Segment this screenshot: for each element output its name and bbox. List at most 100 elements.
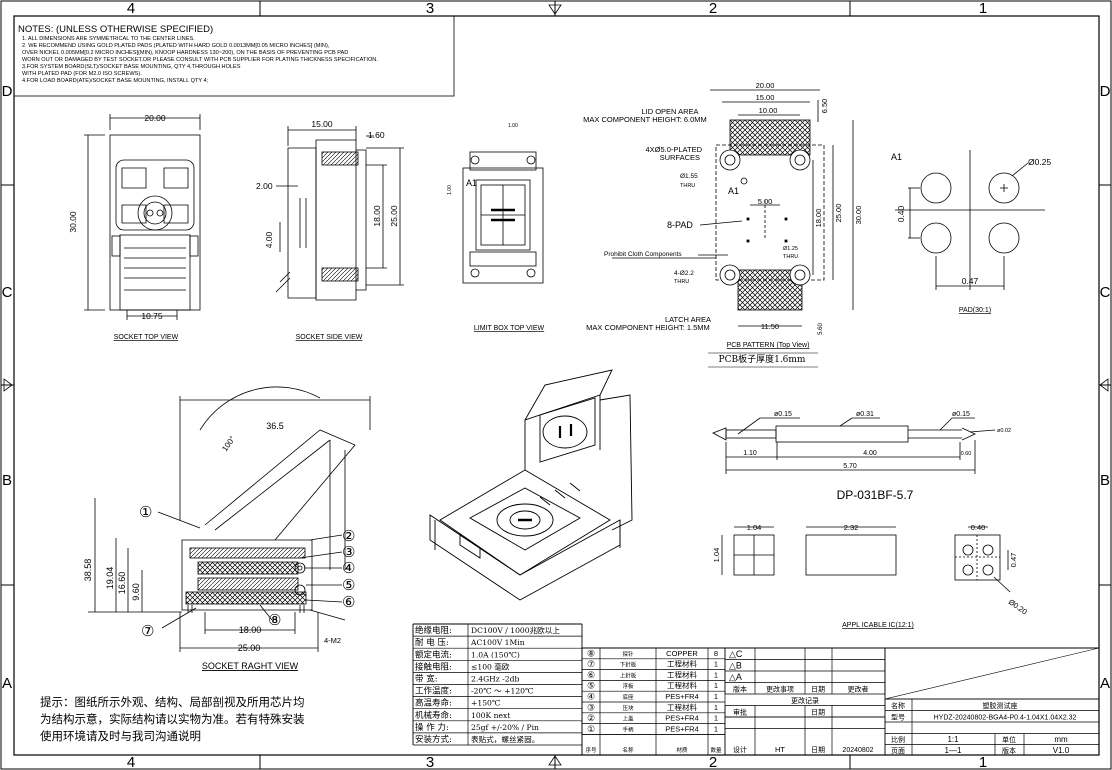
balloon-8: ⑧ bbox=[268, 612, 281, 629]
dim-label: ø0.15 bbox=[774, 411, 792, 418]
dim-label: 0.47 bbox=[1009, 553, 1018, 568]
rev-date-label: 日期 bbox=[811, 709, 825, 717]
spec-value: 表贴式，螺丝紧固。 bbox=[471, 734, 539, 744]
dim-label: 18.00 bbox=[814, 209, 823, 228]
pcb-label: Ø1.55 bbox=[680, 173, 698, 180]
view-label: SOCKET SIDE VIEW bbox=[296, 334, 363, 341]
bom-no: ② bbox=[587, 713, 595, 723]
socket-side-view bbox=[275, 126, 404, 301]
balloon-7: ⑦ bbox=[141, 623, 154, 640]
row-label: C bbox=[2, 284, 13, 301]
bom-no: ① bbox=[587, 724, 595, 734]
bom-no: ⑤ bbox=[587, 681, 595, 691]
spec-value: 1.0A (150℃) bbox=[471, 650, 520, 659]
pcb-label: THRU bbox=[783, 254, 798, 260]
bom-header-no: 序号 bbox=[585, 746, 597, 754]
col-label: 1 bbox=[979, 754, 987, 770]
balloon-callouts: ① ② ③ ④ ⑤ ⑥ ⑦ ⑧ bbox=[139, 504, 355, 640]
dim-label: 5.00 bbox=[758, 197, 773, 206]
version-value: V1.0 bbox=[1053, 746, 1070, 755]
revision-mark: △C bbox=[729, 649, 743, 659]
socket-section-view bbox=[88, 386, 371, 652]
view-label: PAD(30:1) bbox=[959, 307, 991, 314]
dim-label: 30.00 bbox=[68, 211, 78, 233]
spec-key: 工作温度: bbox=[415, 686, 452, 697]
pcb-label: 4-Ø2.2 bbox=[674, 270, 694, 277]
bom-name: 手柄 bbox=[622, 725, 634, 733]
dim-label: 4-M2 bbox=[324, 636, 341, 645]
spec-value: -20℃ ～ +120℃ bbox=[471, 687, 534, 696]
note-line: 3.FOR SYSTEM BOARD(SLT)/SOCKET BASE MOUN… bbox=[22, 64, 241, 70]
title-name-label: 名称 bbox=[891, 701, 905, 710]
pcb-label: SURFACES bbox=[660, 153, 700, 162]
spec-value: ≤100 毫欧 bbox=[471, 661, 510, 671]
dim-label: 4.00 bbox=[863, 450, 877, 457]
view-label: LIMIT BOX TOP VIEW bbox=[474, 325, 545, 332]
bom-material: 工程材料 bbox=[667, 702, 697, 712]
dim-label: 9.60 bbox=[131, 583, 141, 601]
dim-label: 10.00 bbox=[759, 106, 778, 115]
product-name: 塑胶测试座 bbox=[983, 701, 1018, 710]
dim-label: 5.70 bbox=[843, 463, 857, 470]
spec-key: 额定电流: bbox=[415, 649, 452, 660]
dim-label: 1.04 bbox=[747, 523, 762, 532]
hint-line: 提示：图纸所示外观、结构、局部剖视及所用芯片均 bbox=[40, 695, 305, 709]
spec-key: 高温寿命: bbox=[415, 698, 452, 709]
title-scale-label: 比例 bbox=[891, 735, 905, 744]
dim-label: 0.40 bbox=[896, 205, 906, 222]
bom-material: PES+FR4 bbox=[665, 724, 699, 733]
a1-marker: A1 bbox=[728, 186, 739, 196]
rev-log-label: 更改记录 bbox=[791, 696, 819, 705]
bom-qty: 1 bbox=[714, 692, 718, 701]
dim-label: 15.00 bbox=[756, 93, 775, 102]
spec-value: 100K next bbox=[471, 711, 510, 720]
spec-key: 操 作 力: bbox=[415, 722, 449, 733]
row-label: B bbox=[1100, 472, 1110, 489]
dim-label: 0.40 bbox=[971, 523, 986, 532]
hint-line: 使用环境请及时与我司沟通说明 bbox=[40, 729, 201, 743]
balloon-6: ⑥ bbox=[342, 594, 355, 611]
pcb-pattern-view bbox=[612, 89, 854, 327]
note-line: 4.FOR LOAD BOARD(ATE)/SOCKET BASE MOUNTI… bbox=[22, 78, 209, 84]
pcb-label: Ø1.25 bbox=[783, 246, 798, 252]
ic-view bbox=[721, 526, 1011, 593]
pcb-label: MAX COMPONENT HEIGHT: 6.0MM bbox=[583, 115, 707, 124]
dim-label: 4.00 bbox=[264, 231, 274, 248]
socket-top-view bbox=[84, 114, 201, 320]
pcb-label: MAX COMPONENT HEIGHT: 1.5MM bbox=[586, 323, 710, 332]
dim-label: ø0.31 bbox=[856, 411, 874, 418]
rev-header-by: 更改者 bbox=[848, 685, 869, 694]
spec-key: 带 宽: bbox=[415, 674, 438, 685]
table-rule bbox=[884, 647, 1100, 700]
pcb-label: LATCH AREA bbox=[665, 315, 711, 324]
bom-material: 工程材料 bbox=[667, 659, 697, 669]
note-line: WORN OUT OR DAMAGED BY TEST SOCKET.OR PL… bbox=[22, 57, 378, 63]
col-label: 3 bbox=[426, 0, 434, 17]
dim-label: 25.00 bbox=[834, 204, 843, 223]
pcb-label: THRU bbox=[674, 279, 689, 285]
pcb-label: THRU bbox=[680, 183, 695, 189]
dim-label: 1.04 bbox=[712, 548, 721, 563]
note-line: WITH PLATED PAD (FOR M2.0 ISO SCREWS). bbox=[22, 71, 142, 77]
spec-key: 绝缘电阻: bbox=[415, 625, 452, 636]
hint-line: 为结构示意，实际结构请以实物为准。若有特殊安装 bbox=[40, 712, 305, 726]
dim-label: 11.50 bbox=[761, 322, 779, 331]
balloon-1: ① bbox=[139, 504, 152, 521]
dim-label: 18.00 bbox=[239, 625, 262, 635]
row-label: B bbox=[2, 472, 12, 489]
title-version-label: 版本 bbox=[1002, 746, 1016, 755]
balloon-3: ③ bbox=[342, 544, 355, 561]
view-label: PCB PATTERN (Top View) bbox=[727, 342, 810, 349]
pcb-label: 4XØ5.0-PLATED bbox=[645, 145, 702, 154]
note-line: 1. ALL DIMENSIONS ARE SYMMETRICAL TO THE… bbox=[22, 36, 195, 42]
bom-name: 探针 bbox=[622, 650, 634, 658]
row-label: A bbox=[2, 675, 12, 692]
page-value: 1—1 bbox=[945, 746, 962, 755]
dim-label: 16.60 bbox=[117, 572, 127, 595]
socket-isometric-view bbox=[429, 369, 633, 601]
dim-label: Ø0.20 bbox=[1007, 597, 1029, 616]
row-label: A bbox=[1100, 675, 1110, 692]
bom-material: PES+FR4 bbox=[665, 692, 699, 701]
revision-mark: △B bbox=[729, 661, 742, 671]
spec-key: 安装方式: bbox=[415, 734, 452, 745]
